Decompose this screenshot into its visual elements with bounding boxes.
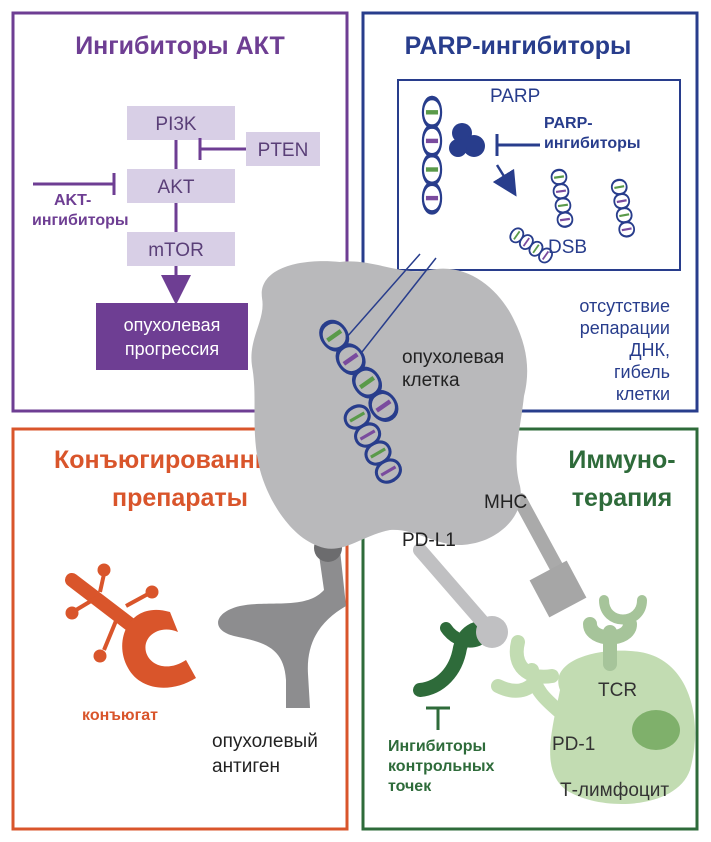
pdl1-knob xyxy=(476,616,508,648)
conjugate-icon xyxy=(65,563,196,688)
akt-label: AKT xyxy=(158,177,195,198)
tumor-antigen-icon xyxy=(218,548,346,708)
parp-inhibitor-label-1: PARP- xyxy=(544,115,593,132)
pten-label: PTEN xyxy=(258,140,309,161)
parp-enzyme-icon-3 xyxy=(449,139,467,157)
tumor-progression-label-2: прогрессия xyxy=(125,339,219,359)
akt-panel-title: Ингибиторы АКТ xyxy=(75,32,285,60)
parp-result-line-1: отсутствие xyxy=(579,296,670,316)
t-lymphocyte-label: Т-лимфоцит xyxy=(560,780,669,801)
conjugate-panel-title-2: препараты xyxy=(112,484,248,512)
conjugate-label: конъюгат xyxy=(82,707,158,724)
parp-result-line-5: клетки xyxy=(616,384,670,404)
parp-inhibitor-label-2: ингибиторы xyxy=(544,135,641,152)
dsb-label: DSB xyxy=(548,237,587,258)
parp-enzyme-icon-2 xyxy=(463,135,485,157)
tumor-cell-label-2: клетка xyxy=(402,370,460,391)
mhc-label: MHC xyxy=(484,492,527,513)
akt-panel xyxy=(11,11,349,413)
pd1-label: PD-1 xyxy=(552,734,595,755)
akt-inhibitor-label-2: ингибиторы xyxy=(32,212,129,229)
parp-zoom-line xyxy=(345,253,421,339)
tcr-receptor-icon xyxy=(583,595,647,671)
mhc-stalk xyxy=(513,493,565,577)
conjugate-panel-title-1: Конъюгированные xyxy=(54,446,290,474)
tumor-progression-label-1: опухолевая xyxy=(124,315,221,335)
parp-result-line-2: репарации xyxy=(580,318,670,338)
parp-result-line-4: гибель xyxy=(614,362,670,382)
immuno-panel xyxy=(361,427,699,831)
immuno-panel-title-2: терапия xyxy=(572,484,672,512)
t-lymphocyte-cell xyxy=(550,650,696,804)
pi3k-label: PI3K xyxy=(155,114,197,135)
pi3k-node xyxy=(127,106,235,140)
mtor-label: mTOR xyxy=(148,240,204,261)
akt-inhibitor-label-1: AKT- xyxy=(54,192,91,209)
tumor-antigen-label-1: опухолевый xyxy=(212,731,318,752)
checkpoint-inhibitor-label-2: контрольных xyxy=(388,758,495,775)
mhc-head xyxy=(529,560,587,618)
tumor-progression-box xyxy=(96,303,248,370)
pten-node xyxy=(246,132,320,166)
pdl1-stalk xyxy=(413,543,493,633)
tumor-cell-label-1: опухолевая xyxy=(402,347,504,368)
pd1-receptor-icon xyxy=(491,635,567,719)
conjugate-panel xyxy=(11,427,349,831)
pdl1-label: PD-L1 xyxy=(402,530,456,551)
parp-inset-box xyxy=(397,79,681,271)
akt-node xyxy=(127,169,235,203)
parp-label: PARP xyxy=(490,86,540,107)
tumor-antigen-label-2: антиген xyxy=(212,756,280,777)
t-lymphocyte-nucleus xyxy=(632,710,680,750)
parp-panel-title: PARP-ингибиторы xyxy=(405,32,632,60)
tcr-label: TCR xyxy=(598,680,637,701)
parp-panel xyxy=(361,11,699,413)
immuno-panel-title-1: Иммуно- xyxy=(568,446,675,474)
parp-arrow xyxy=(492,164,517,197)
checkpoint-inhibitor-label-3: точек xyxy=(388,778,432,795)
mtor-node xyxy=(127,232,235,266)
checkpoint-inhibitor-label-1: Ингибиторы xyxy=(388,738,486,755)
parp-zoom-line xyxy=(361,257,437,353)
parp-result-line-3: ДНК, xyxy=(629,340,670,360)
